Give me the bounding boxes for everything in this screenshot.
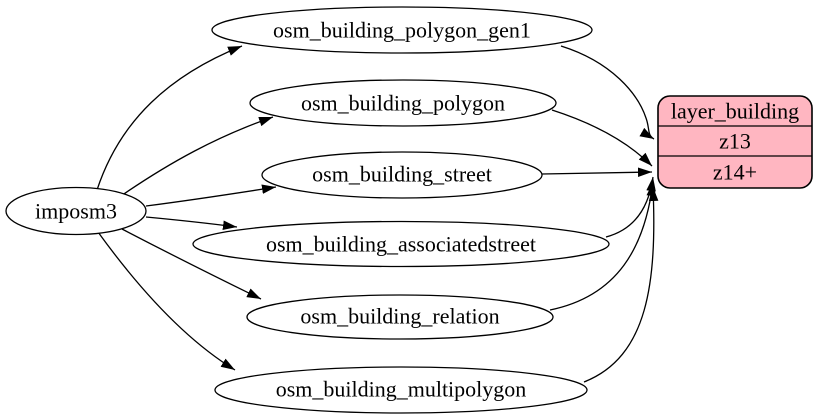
osm-building-associatedstreet-ellipse	[192, 220, 610, 268]
layer-building-box	[657, 95, 813, 189]
osm-building-relation-label: osm_building_relation	[300, 303, 499, 328]
edge-osm-building-street-to-z14	[541, 167, 653, 178]
edge-imposm3-to-osm-building-polygon	[117, 116, 274, 199]
edges-imposm3-to-tables	[96, 45, 277, 371]
osm-building-relation-ellipse	[246, 294, 554, 340]
osm-building-multipolygon-ellipse	[214, 366, 588, 414]
node-osm-building-associatedstreet: osm_building_associatedstreet	[192, 220, 610, 268]
node-osm-building-street: osm_building_street	[261, 151, 543, 199]
osm-building-street-label: osm_building_street	[312, 161, 492, 186]
edge-osm-building-multipolygon-to-z14	[583, 186, 659, 383]
layer-building-title: layer_building	[671, 98, 799, 123]
osm-building-street-ellipse	[261, 151, 543, 199]
edge-osm-building-associatedstreet-to-z14	[605, 176, 656, 238]
node-osm-building-polygon-gen1: osm_building_polygon_gen1	[211, 6, 593, 54]
osm-building-associatedstreet-label: osm_building_associatedstreet	[266, 231, 536, 256]
node-osm-building-relation: osm_building_relation	[246, 294, 554, 340]
osm-building-polygon-label: osm_building_polygon	[301, 90, 505, 115]
osm-building-polygon-gen1-label: osm_building_polygon_gen1	[273, 17, 531, 42]
edge-imposm3-to-osm-building-street	[145, 184, 277, 207]
layer-building-row-z14plus: z14+	[713, 159, 757, 184]
osm-building-multipolygon-label: osm_building_multipolygon	[276, 376, 527, 401]
edge-osm-building-polygon-gen1-to-z13	[560, 45, 655, 140]
osm-building-polygon-gen1-ellipse	[211, 6, 593, 54]
node-osm-building-polygon: osm_building_polygon	[249, 79, 557, 127]
edges-tables-to-layer	[541, 45, 659, 383]
edge-osm-building-relation-to-z14	[549, 181, 657, 311]
osm-building-polygon-ellipse	[249, 79, 557, 127]
edge-imposm3-to-osm-building-multipolygon	[97, 231, 236, 371]
edge-osm-building-polygon-to-z14	[551, 109, 653, 167]
imposm3-ellipse	[5, 186, 147, 236]
edge-imposm3-to-osm-building-polygon-gen1	[96, 45, 243, 191]
node-layer-building: layer_building z13 z14+	[657, 95, 813, 189]
node-imposm3: imposm3	[5, 186, 147, 236]
imposm3-label: imposm3	[35, 198, 117, 223]
edge-imposm3-to-osm-building-associatedstreet	[145, 216, 238, 230]
node-osm-building-multipolygon: osm_building_multipolygon	[214, 366, 588, 414]
edge-imposm3-to-osm-building-relation	[121, 228, 262, 300]
layer-building-row-z13: z13	[719, 128, 751, 153]
